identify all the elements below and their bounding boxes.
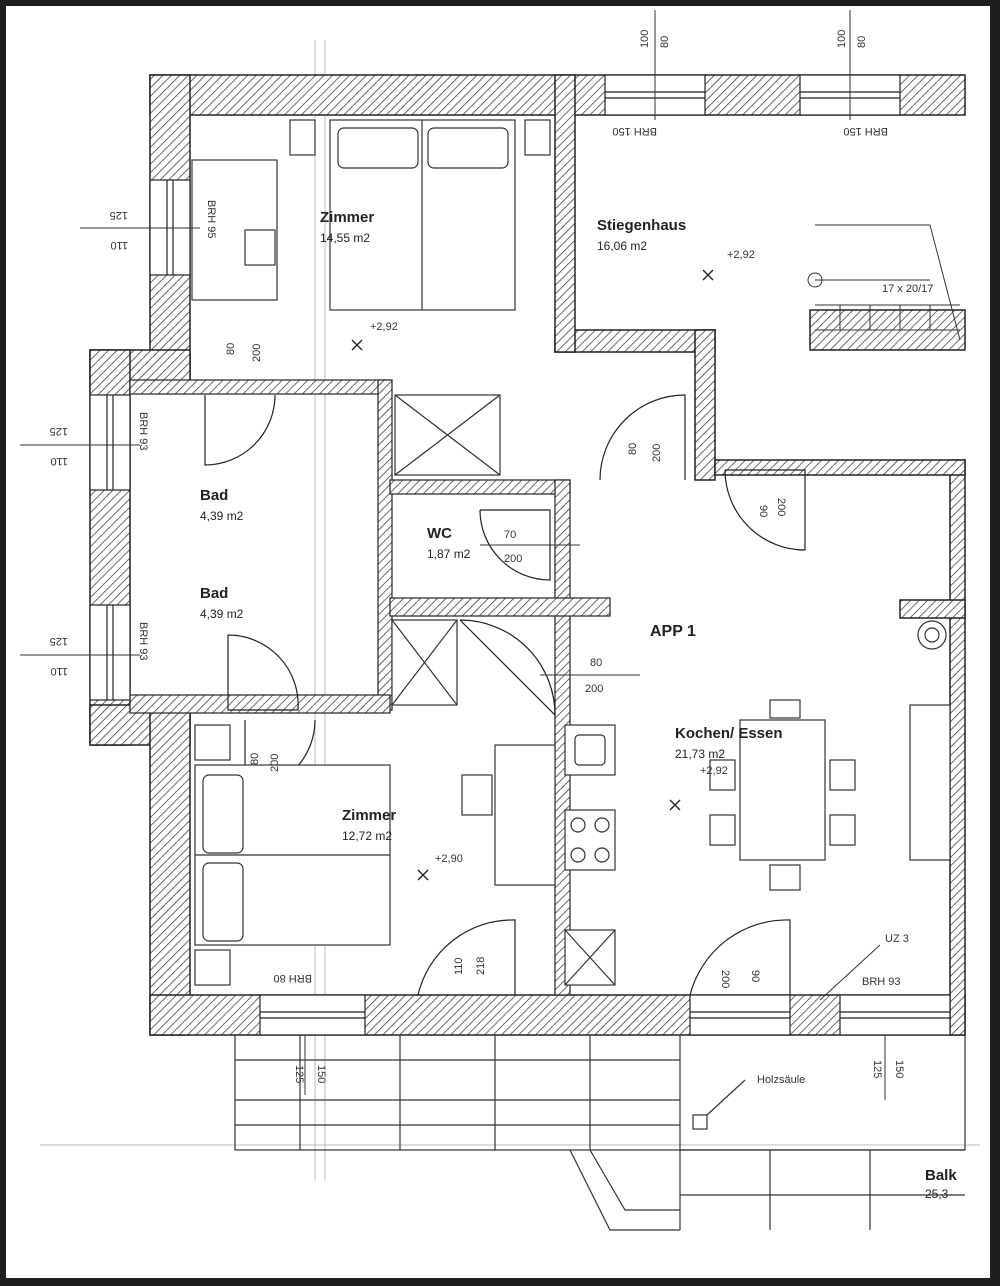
dim-door-flur-b: 200 xyxy=(585,683,603,695)
room-bad-2-name: Bad xyxy=(200,585,228,602)
dim-door-flur-a: 80 xyxy=(590,657,602,669)
dimension-lines xyxy=(20,10,886,1100)
room-stiegenhaus-area: 16,06 m2 xyxy=(597,239,647,253)
holzsaule-label: Holzsäule xyxy=(757,1074,805,1086)
dim-door-stiegen-a: 80 xyxy=(627,443,639,455)
inner-walls xyxy=(129,379,611,996)
furniture xyxy=(191,119,951,986)
apartment-label: APP 1 xyxy=(650,623,696,640)
stair-note: 17 x 20/17 xyxy=(882,283,933,295)
dims-top-windows: 100 80 BRH 150 100 80 BRH 150 xyxy=(612,30,888,137)
dim-left-win-3-b: 110 xyxy=(50,665,68,677)
stairs xyxy=(807,224,961,341)
dim-door-zimmer-top-b: 200 xyxy=(251,344,263,362)
level-markers xyxy=(351,269,714,881)
dim-door-balkon-1-a: 110 xyxy=(453,957,465,975)
dim-top-win-2-b: 80 xyxy=(856,36,868,48)
room-balkon-area: 25,3 xyxy=(925,1187,949,1201)
balcony xyxy=(234,1034,966,1231)
dim-bottom-win-1-b: 150 xyxy=(315,1065,327,1083)
room-zimmer-top-level: +2,92 xyxy=(370,321,398,333)
dim-top-win-2-brh: BRH 150 xyxy=(843,125,888,137)
room-kochen-name: Kochen/ Essen xyxy=(675,725,783,742)
room-kochen-area: 21,73 m2 xyxy=(675,747,725,761)
dim-door-wc-b: 200 xyxy=(504,553,522,565)
room-zimmer-bottom-area: 12,72 m2 xyxy=(342,829,392,843)
room-bad-1-name: Bad xyxy=(200,487,228,504)
dim-door-zimmer-top-a: 80 xyxy=(225,343,237,355)
dims-bottom: BRH 80 BRH 93 125 150 125 150 xyxy=(273,972,905,1083)
construction-lines xyxy=(40,40,980,1180)
dim-door-app-b: 200 xyxy=(775,498,787,516)
dim-bottom-win-2-b: 150 xyxy=(893,1060,905,1078)
dim-top-win-1-brh: BRH 150 xyxy=(612,125,657,137)
dim-door-stiegen-b: 200 xyxy=(651,444,663,462)
dim-door-balkon-2-a: 90 xyxy=(749,970,761,982)
dim-door-balkon-2-b: 200 xyxy=(719,970,731,988)
dim-door-app-a: 90 xyxy=(757,505,769,517)
dim-left-win-3-brh: BRH 93 xyxy=(137,622,149,661)
dims-left-windows: 125 110 BRH 95 125 110 BRH 93 125 110 BR… xyxy=(50,200,217,677)
dim-top-win-1-b: 80 xyxy=(659,36,671,48)
dim-left-win-1-b: 110 xyxy=(110,239,128,251)
room-bad-1-area: 4,39 m2 xyxy=(200,509,244,523)
dim-left-win-2-brh: BRH 93 xyxy=(137,412,149,451)
dim-brh-bottom-right: BRH 93 xyxy=(862,976,901,988)
dim-bottom-win-1-a: 125 xyxy=(293,1065,305,1083)
dims-doors: 80 200 80 200 90 200 70 200 80 200 80 20… xyxy=(225,343,787,989)
dim-left-win-2-a: 125 xyxy=(50,425,68,437)
dim-door-zimmer-bottom-a: 80 xyxy=(249,753,261,765)
dim-door-zimmer-bottom-b: 200 xyxy=(269,754,281,772)
room-zimmer-bottom-level: +2,90 xyxy=(435,853,463,865)
uz-label: UZ 3 xyxy=(885,933,909,945)
dim-top-win-1-a: 100 xyxy=(639,30,651,48)
room-stiegenhaus-level: +2,92 xyxy=(727,249,755,261)
dim-left-win-2-b: 110 xyxy=(50,455,68,467)
dim-left-win-1-brh: BRH 95 xyxy=(205,200,217,239)
room-zimmer-top-area: 14,55 m2 xyxy=(320,231,370,245)
room-balkon-name: Balk xyxy=(925,1167,957,1184)
dim-top-win-2-a: 100 xyxy=(836,30,848,48)
dim-brh-bottom-left: BRH 80 xyxy=(273,972,312,984)
room-stiegenhaus-name: Stiegenhaus xyxy=(597,217,686,234)
dim-left-win-1-a: 125 xyxy=(110,209,128,221)
room-kochen-level: +2,92 xyxy=(700,765,728,777)
room-zimmer-top-name: Zimmer xyxy=(320,209,374,226)
dim-door-wc-a: 70 xyxy=(504,529,516,541)
dim-bottom-win-2-a: 125 xyxy=(871,1060,883,1078)
dim-left-win-3-a: 125 xyxy=(50,635,68,647)
room-wc-area: 1,87 m2 xyxy=(427,547,471,561)
dim-door-balkon-1-b: 218 xyxy=(475,957,487,975)
room-bad-2-area: 4,39 m2 xyxy=(200,607,244,621)
room-wc-name: WC xyxy=(427,525,452,542)
room-zimmer-bottom-name: Zimmer xyxy=(342,807,396,824)
